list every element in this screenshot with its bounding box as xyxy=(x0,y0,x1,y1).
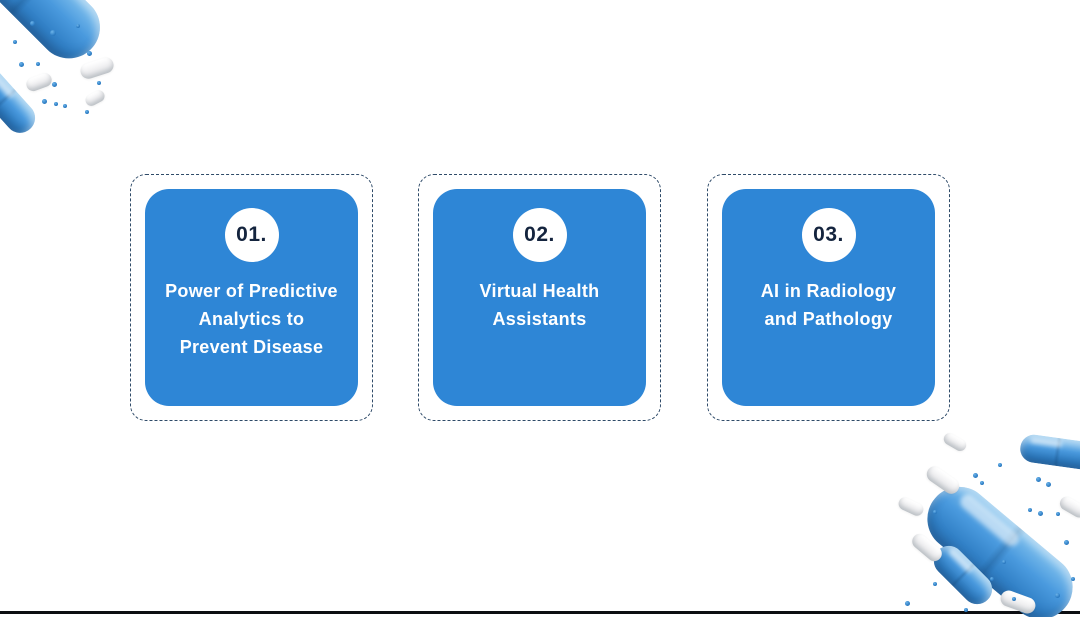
blue-dot-icon xyxy=(933,510,937,514)
bottom-divider xyxy=(0,611,1080,614)
blue-dot-icon xyxy=(30,21,35,26)
blue-dot-icon xyxy=(973,473,978,478)
card-body: 01. Power of Predictive Analytics to Pre… xyxy=(145,189,358,406)
blue-dot-icon xyxy=(54,102,58,106)
white-pill-icon xyxy=(83,88,107,108)
step-number: 01. xyxy=(236,223,267,246)
step-number: 02. xyxy=(524,223,555,246)
blue-dot-icon xyxy=(1028,508,1032,512)
blue-dot-icon xyxy=(1036,477,1041,482)
blue-dot-icon xyxy=(85,110,89,114)
blue-dot-icon xyxy=(19,62,24,67)
step-number-badge: 03. xyxy=(801,208,856,262)
blue-dot-icon xyxy=(998,463,1002,467)
blue-dot-icon xyxy=(1056,512,1060,516)
step-number-badge: 02. xyxy=(512,208,567,262)
blue-dot-icon xyxy=(980,481,984,485)
blue-dot-icon xyxy=(1046,482,1051,487)
card-body: 03. AI in Radiology and Pathology xyxy=(722,189,935,406)
blue-capsule-icon xyxy=(1018,432,1080,472)
blue-dot-icon xyxy=(13,40,17,44)
blue-dot-icon xyxy=(1055,593,1060,598)
white-pill-icon xyxy=(24,70,54,94)
blue-dot-icon xyxy=(1038,511,1043,516)
blue-dot-icon xyxy=(50,30,56,36)
blue-dot-icon xyxy=(42,99,47,104)
step-number: 03. xyxy=(813,223,844,246)
blue-dot-icon xyxy=(933,582,937,586)
white-pill-icon xyxy=(896,495,926,518)
blue-dot-icon xyxy=(87,51,92,56)
blue-dot-icon xyxy=(76,24,80,28)
blue-dot-icon xyxy=(1064,540,1069,545)
white-pill-icon xyxy=(1057,493,1080,521)
blue-dot-icon xyxy=(1002,560,1006,564)
blue-dot-icon xyxy=(52,82,57,87)
blue-dot-icon xyxy=(1012,597,1016,601)
blue-dot-icon xyxy=(1071,577,1075,581)
card-ai-radiology-pathology: 03. AI in Radiology and Pathology xyxy=(707,174,950,421)
white-pill-icon xyxy=(78,55,116,81)
white-pill-icon xyxy=(941,430,969,454)
blue-dot-icon xyxy=(905,601,910,606)
card-title: Power of Predictive Analytics to Prevent… xyxy=(165,281,338,357)
card-virtual-health-assistants: 02. Virtual Health Assistants xyxy=(418,174,661,421)
card-predictive-analytics: 01. Power of Predictive Analytics to Pre… xyxy=(130,174,373,421)
blue-capsule-icon xyxy=(0,60,42,140)
card-title: AI in Radiology and Pathology xyxy=(760,281,897,329)
blue-dot-icon xyxy=(990,577,994,581)
blue-dot-icon xyxy=(964,608,968,612)
blue-dot-icon xyxy=(36,62,40,66)
card-title: Virtual Health Assistants xyxy=(479,281,600,329)
blue-dot-icon xyxy=(63,104,67,108)
blue-dot-icon xyxy=(97,81,101,85)
step-number-badge: 01. xyxy=(224,208,279,262)
card-body: 02. Virtual Health Assistants xyxy=(433,189,646,406)
